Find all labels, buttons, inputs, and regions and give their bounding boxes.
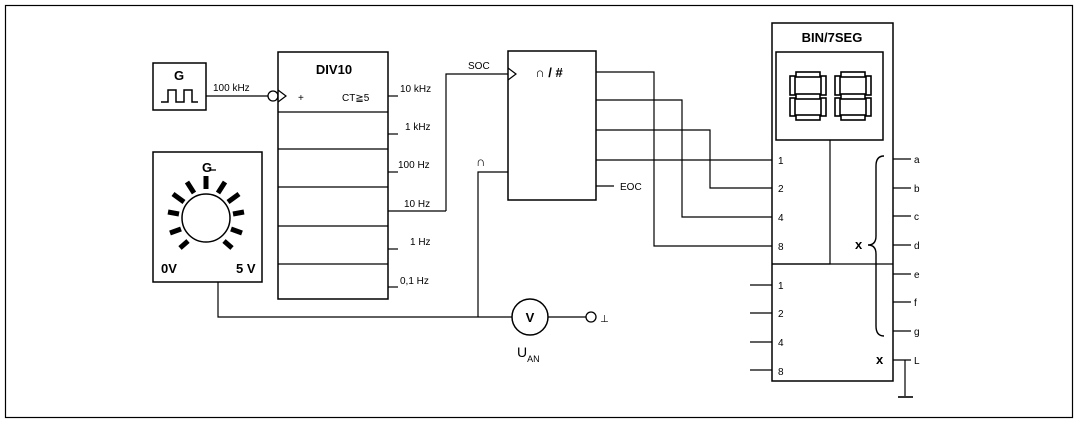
decoder-input-1: 1 bbox=[778, 156, 784, 167]
diagram-frame bbox=[4, 4, 1074, 419]
seven-segment-digit-2 bbox=[834, 71, 872, 121]
segment-a-label: a bbox=[914, 155, 920, 166]
clock-generator: G bbox=[152, 62, 207, 111]
voltage-source: G 0V 5 V bbox=[152, 151, 263, 283]
divider-output-10hz: 10 Hz bbox=[404, 199, 430, 210]
soc-wire bbox=[445, 73, 508, 211]
seven-segment-digit-1 bbox=[789, 71, 827, 121]
voltage-source-title: G bbox=[202, 160, 212, 175]
adc-block: ∩ / # bbox=[507, 50, 597, 201]
eoc-label: EOC bbox=[620, 182, 642, 193]
inverting-input-bubble bbox=[267, 90, 279, 102]
divider-plus: + bbox=[298, 93, 304, 104]
clock-frequency-label: 100 kHz bbox=[213, 83, 250, 94]
rotary-dial-icon bbox=[167, 176, 245, 250]
divider-title: DIV10 bbox=[316, 62, 352, 77]
voltmeter-label-main: U bbox=[517, 344, 527, 360]
decoder-title: BIN/7SEG bbox=[802, 30, 863, 45]
adc-analog-input-label: ∩ bbox=[476, 154, 485, 169]
decoder-lower-input-2: 2 bbox=[778, 309, 784, 320]
clock-edge-icon bbox=[277, 89, 287, 103]
decoder-lower-input-8: 8 bbox=[778, 367, 784, 378]
segment-brace bbox=[867, 155, 885, 337]
segment-b-label: b bbox=[914, 184, 920, 195]
segment-c-label: c bbox=[914, 212, 919, 223]
divider-output-100hz: 100 Hz bbox=[398, 160, 430, 171]
divider-ct: CT≧5 bbox=[342, 93, 370, 104]
segment-group-x-label: x bbox=[855, 237, 863, 252]
square-wave-icon bbox=[161, 89, 198, 103]
segment-g-label: g bbox=[914, 327, 920, 338]
divider-output-01hz: 0,1 Hz bbox=[400, 276, 429, 287]
segment-e-label: e bbox=[914, 270, 920, 281]
display-feedback-wire bbox=[772, 140, 831, 265]
decoder-block: BIN/7SEG bbox=[771, 22, 894, 382]
latch-x-label: x bbox=[876, 352, 884, 367]
soc-clock-edge-icon bbox=[507, 67, 517, 81]
latch-l-label: L bbox=[914, 356, 920, 367]
voltage-min-label: 0V bbox=[161, 261, 177, 276]
seven-segment-display bbox=[775, 51, 884, 141]
divider-output-10khz: 10 kHz bbox=[400, 84, 431, 95]
voltmeter-label: UAN bbox=[517, 344, 540, 364]
segment-d-label: d bbox=[914, 241, 920, 252]
decoder-lower-input-4: 4 bbox=[778, 338, 784, 349]
decoder-lower-input-pins bbox=[750, 284, 772, 371]
divider-output-1khz: 1 kHz bbox=[405, 122, 431, 133]
decoder-input-8: 8 bbox=[778, 242, 784, 253]
adc-analog-input-wire bbox=[477, 171, 508, 317]
voltmeter-terminal bbox=[585, 311, 597, 323]
decoder-input-4: 4 bbox=[778, 213, 784, 224]
voltmeter-ground-symbol: ⊥ bbox=[600, 314, 609, 325]
data-bus-wires bbox=[596, 71, 772, 247]
segment-f-label: f bbox=[914, 298, 917, 309]
voltage-max-label: 5 V bbox=[236, 261, 256, 276]
voltmeter-symbol: V bbox=[526, 310, 535, 325]
clock-generator-title: G bbox=[174, 68, 184, 83]
divider-output-pins bbox=[388, 95, 446, 288]
analog-wire bbox=[217, 282, 512, 318]
segment-output-pins bbox=[893, 158, 911, 361]
voltmeter-label-sub: AN bbox=[527, 354, 540, 364]
adc-title: ∩ / # bbox=[535, 65, 563, 80]
decoder-lower-input-1: 1 bbox=[778, 281, 784, 292]
divider-block: DIV10 + CT≧5 bbox=[277, 51, 389, 300]
decoder-input-2: 2 bbox=[778, 184, 784, 195]
divider-output-1hz: 1 Hz bbox=[410, 237, 431, 248]
soc-label: SOC bbox=[468, 61, 490, 72]
